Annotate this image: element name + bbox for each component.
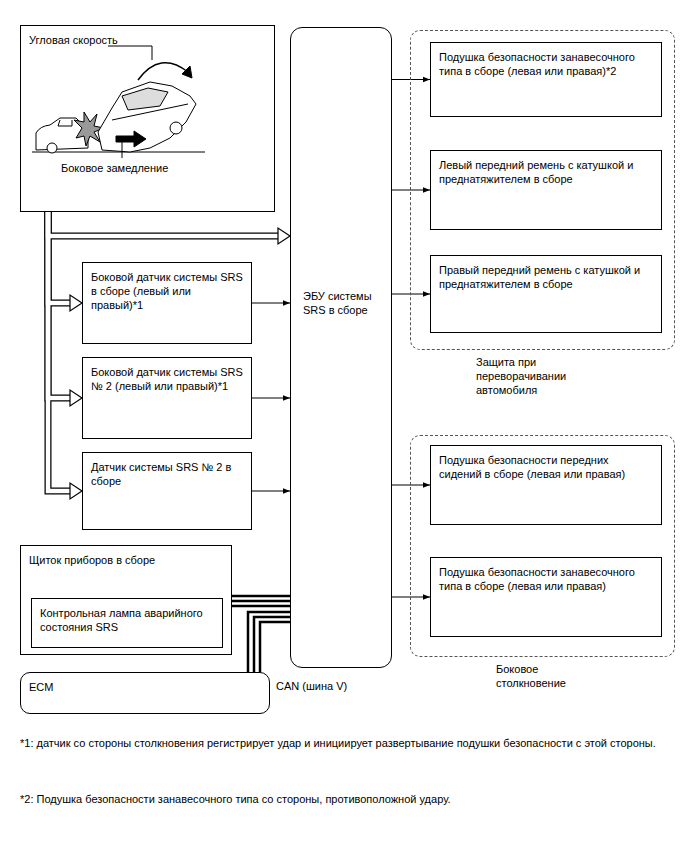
node-text: Боковое столкновение [496, 663, 596, 691]
arrow-head [182, 66, 192, 78]
hollow-arrow-core [48, 212, 70, 303]
car-windshield [122, 88, 168, 110]
node-text: Контрольная лампа аварийного состояния S… [40, 607, 214, 635]
output-box: Правый передний ремень с катушкой и пред… [430, 255, 662, 333]
connector-line [254, 617, 290, 672]
footnote: *1: датчик со стороны столкновения регис… [20, 736, 670, 750]
car-wheel [170, 122, 182, 134]
node-text: Боковой датчик системы SRS № 2 (левый ил… [91, 366, 243, 394]
car-wheel [47, 143, 57, 153]
signal-arrow [392, 485, 430, 486]
signal-arrow [252, 491, 290, 492]
signal-arrow [392, 79, 430, 80]
node-text: Угловая скорость [29, 34, 129, 48]
connector-line [48, 212, 278, 236]
car-body-line [112, 104, 188, 120]
node-text: Щиток приборов в сборе [29, 554, 223, 568]
hollow-arrow-head [70, 390, 82, 406]
signal-arrow [252, 398, 290, 399]
connector-line [248, 612, 290, 672]
footnote: *2: Подушка безопасности занавесочного т… [20, 792, 670, 806]
ecu-box: ЭБУ системы SRS в сборе [290, 27, 392, 668]
hollow-arrow [48, 212, 278, 236]
illustration-box: Угловая скоростьБоковое замедление [20, 25, 275, 212]
connector-line [392, 294, 430, 295]
connector-line [392, 79, 430, 80]
dashed-outline [410, 30, 675, 350]
group-region: Защита при переворачивании автомобиля Под… [410, 30, 675, 405]
node-text: Подушка безопасности занавесочного типа … [439, 51, 653, 79]
meter-box: Щиток приборов в сбореКонтрольная лампа … [20, 545, 232, 655]
can-bus [232, 596, 290, 606]
node-text: Подушка безопасности занавесочного типа … [439, 566, 653, 594]
connector-line [392, 597, 430, 598]
signal-arrow [252, 303, 290, 304]
connector-line [232, 600, 290, 603]
node-text: Датчик системы SRS № 2 в сборе [91, 461, 243, 489]
hollow-arrow [48, 212, 70, 491]
deceleration-arrow [116, 131, 146, 147]
node-text: Боковой датчик системы SRS в сборе (левы… [91, 271, 243, 312]
signal-arrow [392, 597, 430, 598]
connector-line [252, 303, 290, 304]
connector-line [48, 212, 70, 491]
sensor-box: Боковой датчик системы SRS в сборе (левы… [82, 262, 252, 344]
leader-line [122, 142, 123, 158]
connector-line [252, 398, 290, 399]
signal-arrow [392, 190, 430, 191]
hollow-arrow-core [48, 212, 70, 398]
connector-line [260, 622, 290, 672]
signal-arrow [392, 294, 430, 295]
bus-label: CAN (шина V) [274, 680, 349, 692]
connector-line [232, 605, 290, 608]
connector-line [252, 491, 290, 492]
connector-line [392, 485, 430, 486]
lamp-box: Контрольная лампа аварийного состояния S… [31, 598, 223, 648]
node-text: Подушка безопасности передних сидений в … [439, 454, 653, 482]
leader-line [108, 46, 152, 60]
hollow-arrow-head [70, 483, 82, 499]
output-box: Левый передний ремень с катушкой и предн… [430, 150, 662, 230]
node-text: ЭБУ системы SRS в сборе [303, 290, 383, 318]
can-bus [248, 612, 290, 672]
output-box: Подушка безопасности передних сидений в … [430, 445, 662, 525]
sensor-box: Датчик системы SRS № 2 в сборе [82, 452, 252, 530]
sensor-box: Боковой датчик системы SRS № 2 (левый ил… [82, 357, 252, 439]
node-text: Правый передний ремень с катушкой и пред… [439, 264, 653, 292]
output-box: Подушка безопасности занавесочного типа … [430, 557, 662, 637]
tilting-car [98, 82, 196, 152]
connector-line [392, 190, 430, 191]
node-text: Боковое замедление [61, 162, 201, 176]
group-region: Боковое столкновение Подушка безопасности… [410, 435, 675, 700]
output-box: Подушка безопасности занавесочного типа … [430, 42, 662, 117]
car-window [58, 120, 72, 126]
hollow-arrow-core [48, 212, 278, 236]
hollow-arrow-head [70, 295, 82, 311]
crash-illustration [32, 46, 205, 158]
ecm-box: ECM [20, 672, 270, 714]
connector-line [232, 595, 290, 598]
hollow-arrow-core [48, 212, 70, 491]
node-text: Защита при переворачивании автомобиля [476, 356, 606, 397]
node-text: Левый передний ремень с катушкой и предн… [439, 159, 653, 187]
node-text: ECM [29, 681, 261, 695]
rotation-arrow [138, 63, 188, 80]
hollow-arrow-head [278, 228, 290, 244]
